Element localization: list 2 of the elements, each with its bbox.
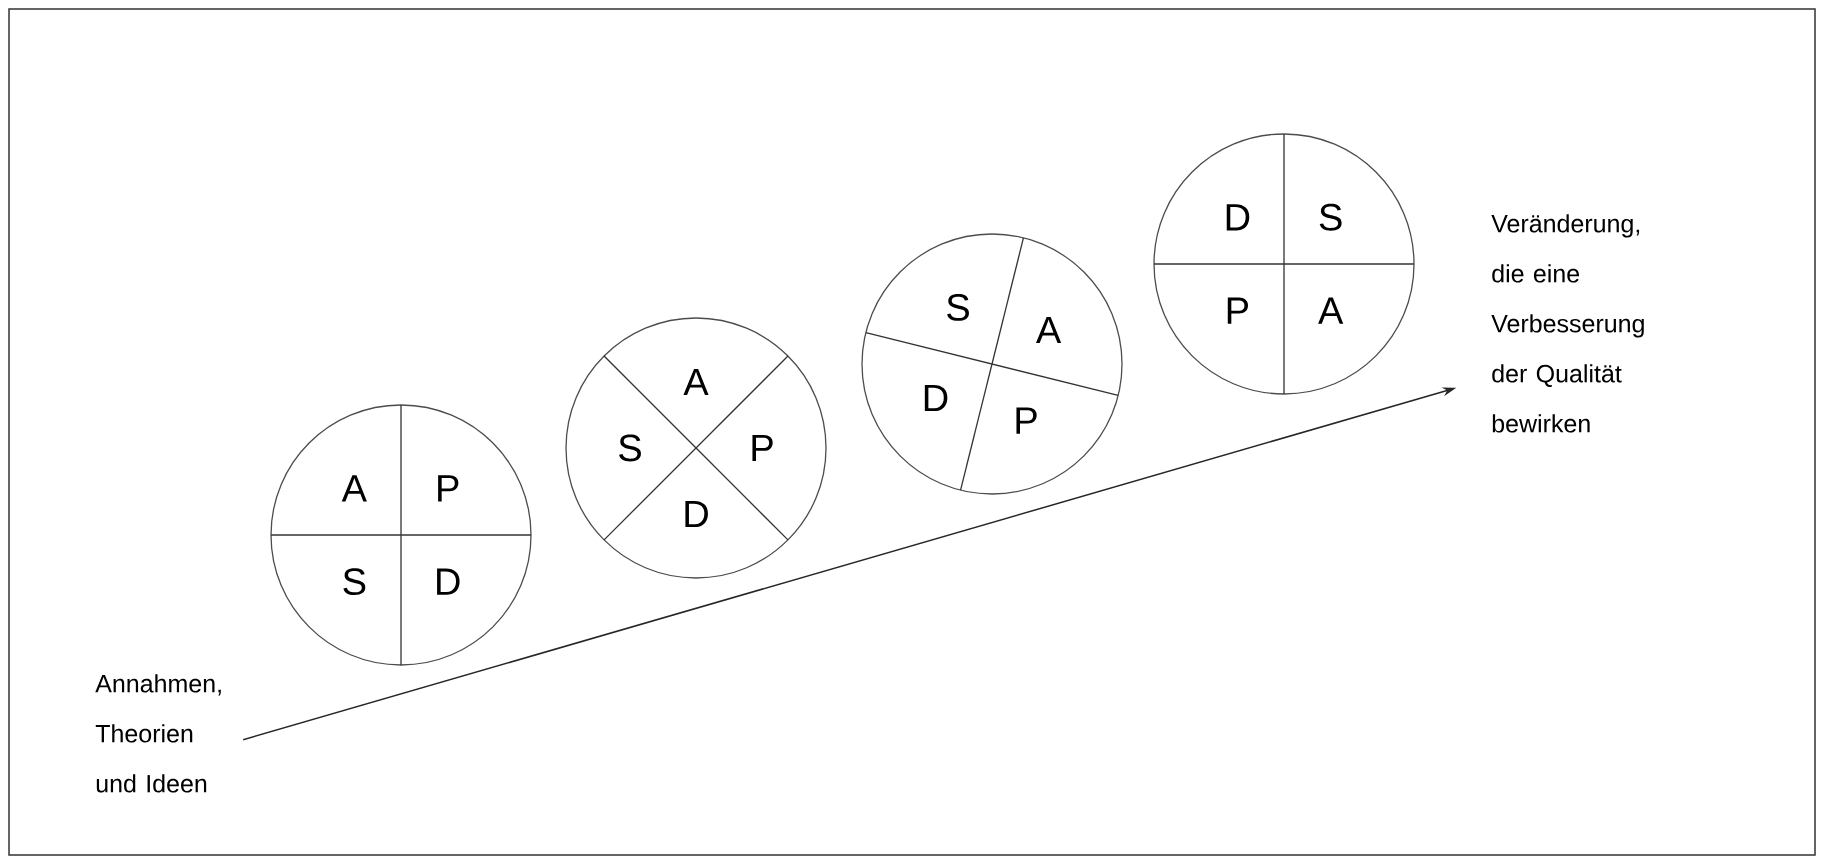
- text-label: Veränderung, die eine Verbesserung der Qualität bewirken: [1491, 214, 1644, 433]
- text-label: Annahmen, Theorien und Ideen: [95, 674, 221, 793]
